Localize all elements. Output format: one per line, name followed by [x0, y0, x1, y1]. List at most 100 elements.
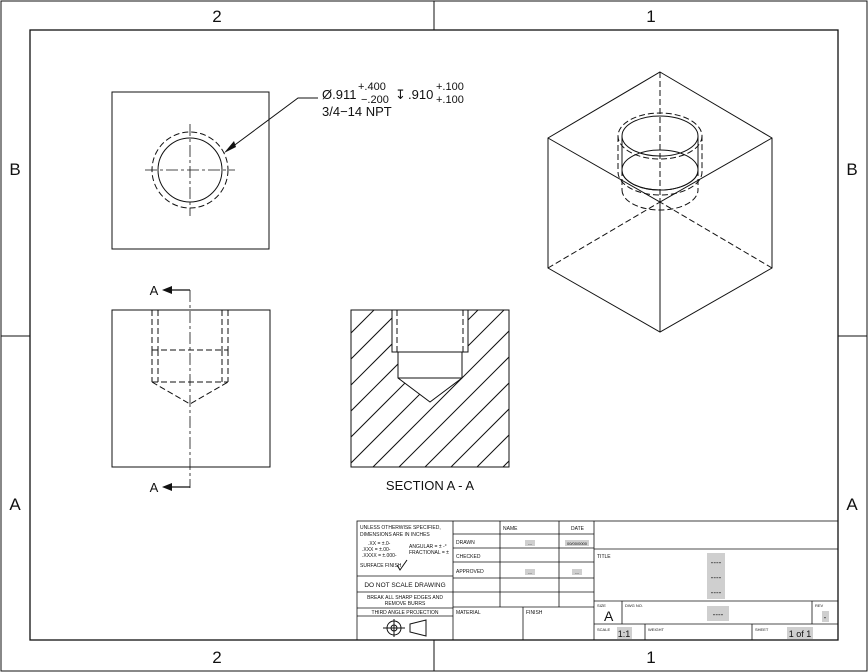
size-label: SIZE: [597, 603, 606, 608]
break-edges-1: BREAK ALL SHARP EDGES AND: [367, 595, 443, 601]
zone-label-left-a: A: [9, 495, 21, 514]
title-label: TITLE: [597, 554, 611, 560]
iso-hole-bottom: [621, 189, 699, 211]
hatch-line: [351, 310, 479, 467]
section-label-bottom: A: [150, 480, 159, 495]
dwg-no-field[interactable]: [707, 606, 729, 621]
tol-note: ANGULAR = ± -°: [409, 544, 447, 550]
projection-label: THIRD ANGLE PROJECTION: [372, 610, 439, 616]
section-arrowhead-top: [162, 286, 172, 294]
zone-label-bottom-2: 2: [212, 648, 221, 667]
hatch-line: [502, 310, 509, 467]
surface-finish-icon: [396, 559, 408, 571]
hatch-line: [351, 310, 375, 467]
name-header: NAME: [503, 526, 518, 532]
rev-label: REV: [815, 603, 824, 608]
drawn-name-field[interactable]: [525, 540, 535, 546]
approved-date: ---: [575, 570, 580, 575]
zone-label-top-1: 1: [646, 7, 655, 26]
title-line: ----: [711, 558, 722, 567]
callout-depth-tol-plus: +.100: [436, 81, 464, 93]
hatch-line: [351, 310, 505, 467]
zone-label-top-2: 2: [212, 7, 221, 26]
finish-label: FINISH: [526, 610, 543, 616]
zone-label-right-a: A: [846, 495, 858, 514]
drawn-date-field[interactable]: [565, 540, 589, 546]
leader-arrowhead: [224, 141, 236, 153]
scale-value: 1:1: [618, 629, 631, 639]
date-header: DATE: [571, 526, 585, 532]
front-view: A A: [111, 283, 271, 495]
checked-label: CHECKED: [456, 554, 481, 560]
approved-date-field[interactable]: [572, 569, 582, 575]
callout-depth-tol-minus: +.100: [436, 94, 464, 106]
iso-hidden-edge: [659, 201, 773, 269]
drawn-label: DRAWN: [456, 540, 475, 546]
tol-note: DIMENSIONS ARE IN INCHES: [360, 532, 430, 538]
title-line: ----: [711, 588, 722, 597]
section-view: SECTION A - A: [350, 309, 686, 493]
sheet-label: SHEET: [755, 627, 769, 632]
iso-hole-thread-wall: [617, 136, 703, 196]
callout-dia-tol-plus: +.400: [358, 81, 386, 93]
tol-note: .XXX = ±.00-: [362, 547, 391, 553]
hatch-line: [398, 310, 509, 467]
hatch-line: [351, 310, 453, 467]
section-outline: [350, 309, 510, 468]
title-line: ----: [711, 573, 722, 582]
approved-label: APPROVED: [456, 569, 484, 575]
isometric-view: [547, 71, 773, 333]
scale-field[interactable]: [617, 627, 632, 639]
top-view: [111, 91, 270, 250]
surface-finish-label: SURFACE FINISH: [360, 563, 402, 569]
depth-symbol-icon: ↧: [395, 87, 406, 102]
zone-label-left-b: B: [9, 160, 20, 179]
iso-hidden-edge: [547, 201, 661, 269]
size-value: A: [604, 608, 614, 624]
hatch-line: [351, 310, 401, 467]
leader-line: [227, 97, 318, 151]
drawn-date: 00/00/0000: [567, 541, 588, 546]
hatch-line: [450, 310, 509, 467]
hatch-line: [372, 310, 509, 467]
approved-name: ---: [528, 570, 533, 575]
hole-callout-leader: [224, 97, 318, 153]
front-view-outline: [111, 309, 271, 468]
tol-note: FRACTIONAL = ±: [409, 550, 449, 556]
title-block-border: [356, 520, 839, 641]
sheet-field[interactable]: [787, 627, 813, 639]
break-edges-2: REMOVE BURRS: [385, 601, 426, 607]
section-label-top: A: [150, 283, 159, 298]
weight-label: WEIGHT: [648, 627, 665, 632]
do-not-scale: DO NOT SCALE DRAWING: [364, 582, 445, 589]
callout-dia-tol-minus: −.200: [361, 94, 389, 106]
scale-label: SCALE: [597, 627, 610, 632]
top-view-outline: [111, 91, 270, 250]
rev-value: -: [824, 613, 827, 622]
hatch-line: [529, 310, 686, 467]
zone-label-bottom-1: 1: [646, 648, 655, 667]
drawn-name: ---: [528, 541, 533, 546]
sheet-value: 1 of 1: [789, 629, 812, 639]
dwg-no-label: DWG NO.: [625, 603, 643, 608]
section-hatching: [351, 310, 686, 467]
hidden-drill-point: [151, 381, 229, 405]
tol-note: UNLESS OTHERWISE SPECIFIED,: [360, 525, 441, 531]
callout-thread: 3/4−14 NPT: [322, 104, 392, 119]
hatch-line: [424, 310, 509, 467]
hole-callout: Ø.911 +.400 −.200 ↧ .910 +.100 +.100 3/4…: [322, 81, 464, 119]
section-hole-profile: [391, 310, 469, 403]
hatch-line: [476, 310, 509, 467]
tol-note: .XXXX = ±.000-: [362, 553, 397, 559]
approved-name-field[interactable]: [525, 569, 535, 575]
title-field[interactable]: [707, 553, 725, 599]
rev-field[interactable]: [822, 611, 829, 622]
dwg-no-value: ----: [713, 610, 724, 619]
material-label: MATERIAL: [456, 610, 481, 616]
section-title: SECTION A - A: [386, 478, 474, 493]
hatch-line: [351, 310, 427, 467]
tol-note: .XX = ±.0-: [368, 541, 391, 547]
projection-symbol-icon: [383, 619, 427, 637]
